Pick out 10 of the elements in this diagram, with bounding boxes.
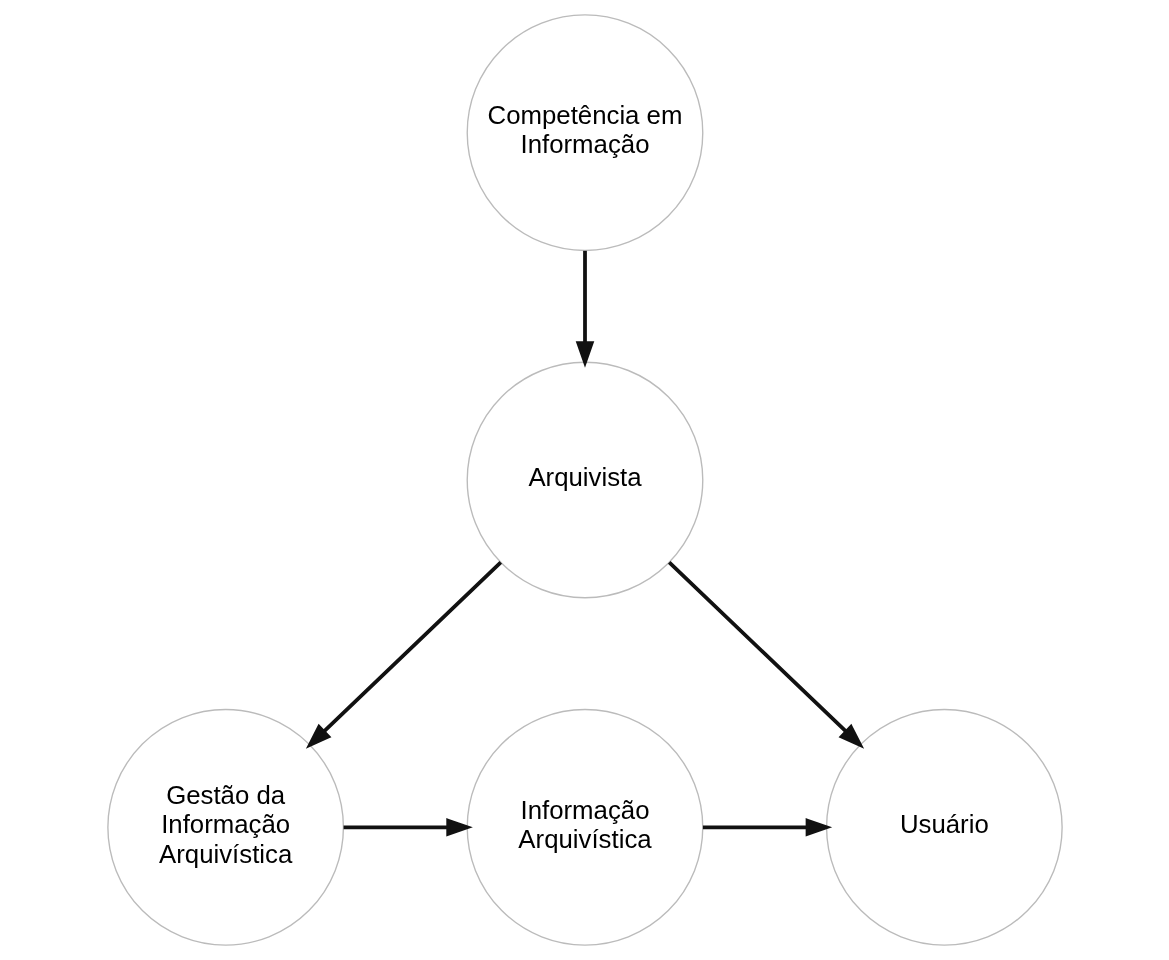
arrow bbox=[667, 560, 864, 749]
arrow bbox=[343, 818, 473, 837]
node-circle: Gestão da Informação Arquivística bbox=[106, 708, 344, 946]
arrow bbox=[575, 250, 594, 368]
node-circle: Informação Arquivística bbox=[466, 708, 703, 946]
node-circle: Arquivista bbox=[466, 361, 703, 599]
arrow bbox=[702, 818, 832, 837]
arrow bbox=[305, 560, 502, 749]
node-circle: Competência em Informação bbox=[466, 14, 703, 252]
node-circle: Usuário bbox=[825, 708, 1063, 946]
